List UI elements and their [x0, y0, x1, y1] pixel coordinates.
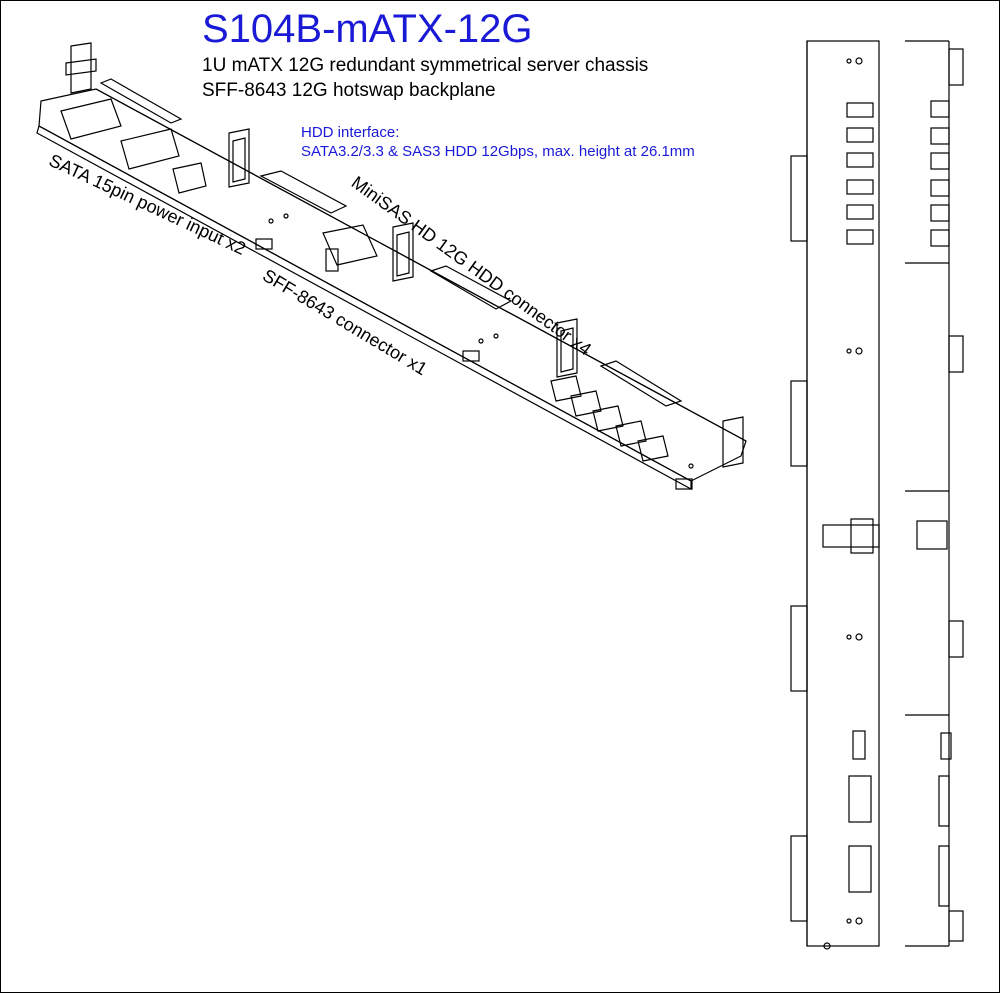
front-view — [790, 40, 880, 950]
side-view — [905, 40, 964, 947]
page-title: S104B-mATX-12G — [202, 7, 533, 51]
hdd-interface-label: HDD interface: — [301, 124, 400, 141]
hdd-interface-spec: SATA3.2/3.3 & SAS3 HDD 12Gbps, max. heig… — [301, 143, 695, 160]
chassis-subtitle: 1U mATX 12G redundant symmetrical server… — [202, 55, 649, 76]
isometric-backplane — [36, 42, 747, 491]
backplane-subtitle: SFF-8643 12G hotswap backplane — [202, 80, 496, 101]
